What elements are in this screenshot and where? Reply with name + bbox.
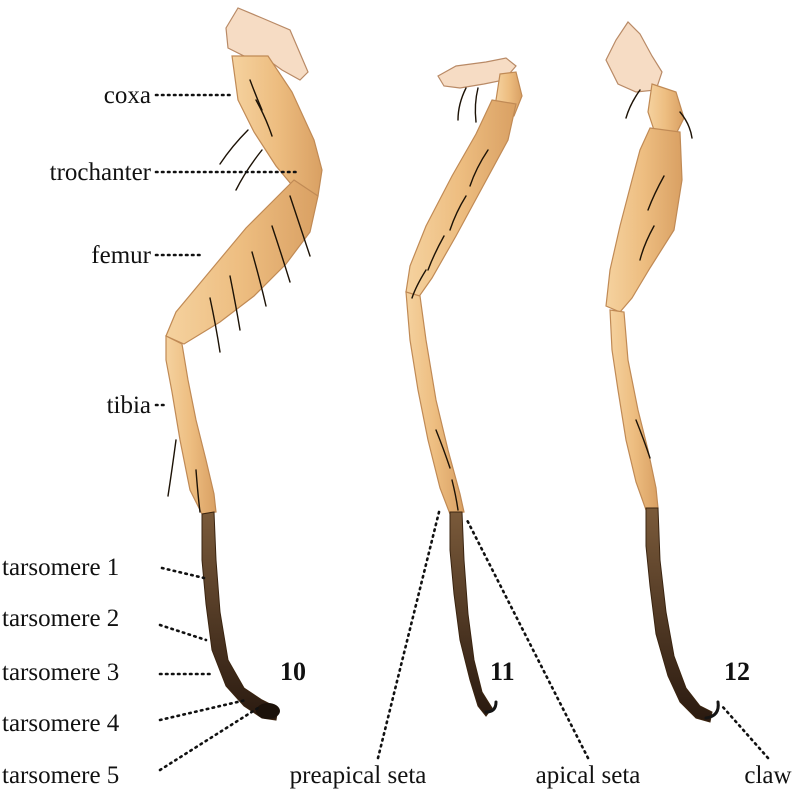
leader-lines bbox=[154, 93, 770, 772]
leg-11 bbox=[405, 57, 523, 717]
leg-10-tarsus bbox=[201, 511, 279, 721]
leg-11-tibia bbox=[405, 291, 465, 515]
leg-10-tibia bbox=[165, 335, 217, 515]
label-femur: femur bbox=[91, 242, 151, 269]
leader-tarsomere-5 bbox=[158, 706, 260, 772]
leg-11-femur bbox=[405, 99, 517, 299]
leg-10-femur bbox=[165, 179, 319, 345]
label-coxa: coxa bbox=[104, 82, 151, 109]
label-claw: claw bbox=[744, 762, 791, 789]
label-apical-seta: apical seta bbox=[536, 762, 641, 789]
leg-10 bbox=[165, 7, 323, 721]
labels: coxa trochanter femur tibia tarsomere 1 … bbox=[2, 82, 792, 789]
leg-10-setae bbox=[167, 79, 311, 513]
leg-10-coxa-body bbox=[231, 55, 323, 197]
label-tarsomere-5: tarsomere 5 bbox=[2, 762, 119, 789]
panel-number-12: 12 bbox=[724, 657, 750, 686]
leader-tarsomere-2 bbox=[158, 623, 208, 642]
label-trochanter: trochanter bbox=[50, 159, 152, 186]
leg-12-femur bbox=[605, 127, 683, 313]
leg-12-coxa bbox=[605, 21, 663, 93]
leader-apical-seta bbox=[464, 516, 590, 760]
leader-tarsomere-4 bbox=[158, 698, 248, 722]
leader-claw bbox=[720, 704, 770, 760]
panel-number-10: 10 bbox=[280, 657, 306, 686]
label-tarsomere-2: tarsomere 2 bbox=[2, 605, 119, 632]
label-tarsomere-3: tarsomere 3 bbox=[2, 659, 119, 686]
label-preapical-seta: preapical seta bbox=[290, 762, 427, 789]
leader-preapical-seta bbox=[376, 506, 442, 760]
label-tibia: tibia bbox=[107, 392, 151, 419]
leg-12 bbox=[605, 21, 720, 723]
label-tarsomere-1: tarsomere 1 bbox=[2, 554, 119, 581]
leg-12-setae bbox=[625, 89, 693, 459]
leg-12-tarsus bbox=[645, 507, 713, 723]
leg-10-tarsomere-5 bbox=[256, 703, 280, 719]
leg-11-tarsus bbox=[449, 511, 493, 717]
panel-number-11: 11 bbox=[490, 657, 515, 686]
label-tarsomere-4: tarsomere 4 bbox=[2, 710, 120, 737]
leg-11-claw-shape bbox=[484, 700, 498, 714]
leader-tarsomere-1 bbox=[160, 566, 206, 580]
leg-11-setae bbox=[411, 87, 489, 511]
leg-10-coxa bbox=[225, 7, 309, 81]
leg-12-tibia bbox=[609, 309, 659, 511]
leg-12-claw-shape bbox=[704, 700, 720, 720]
